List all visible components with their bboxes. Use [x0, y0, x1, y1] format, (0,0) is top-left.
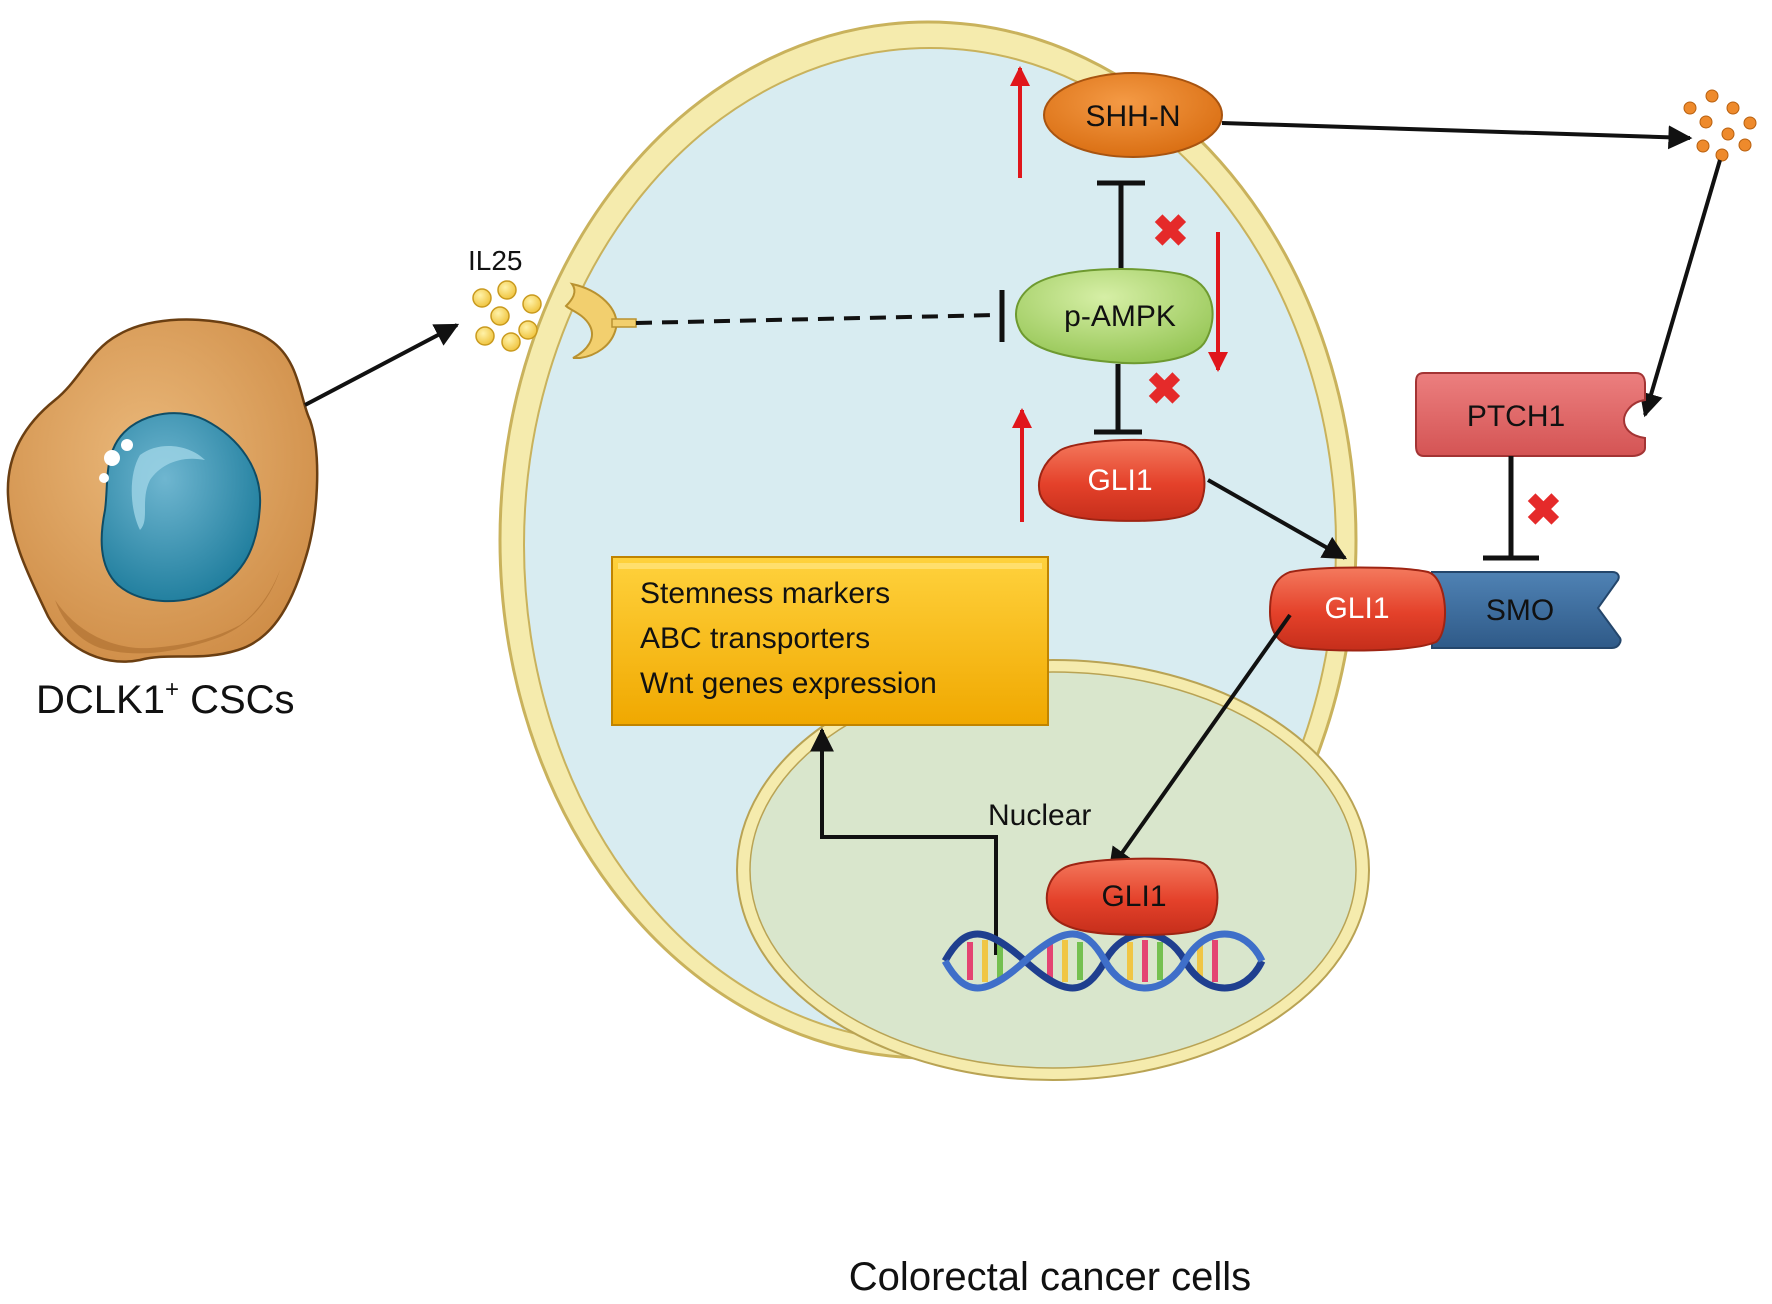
- dna-to-target-arrow: [810, 727, 998, 955]
- diagram-caption: Colorectal cancer cells: [849, 1255, 1251, 1299]
- target-line-wnt: Wnt genes expression: [640, 667, 937, 700]
- csc-highlight-dot: [104, 450, 120, 466]
- shh-to-ligand-arrow: [1221, 121, 1693, 150]
- p-ampk-label: p-AMPK: [1064, 300, 1176, 333]
- blocked-x-icon: ✖: [1146, 365, 1183, 414]
- target-line-stemness: Stemness markers: [640, 577, 890, 610]
- csc-cell-icon: [6, 318, 319, 663]
- gli1-smo-label: GLI1: [1324, 592, 1389, 625]
- gli1-smo-node: [1268, 566, 1446, 652]
- csc-label: DCLK1+ CSCs: [36, 676, 295, 722]
- smo-node: [1431, 571, 1622, 649]
- gli1-to-nucleus-arrow: [1108, 613, 1292, 872]
- target-line-abc: ABC transporters: [640, 622, 870, 655]
- shh-n-label: SHH-N: [1086, 100, 1181, 133]
- il25-label: IL25: [468, 245, 523, 276]
- nucleus: [749, 671, 1357, 1069]
- gli1-nuclear-node: [1045, 857, 1219, 936]
- blocked-x-icon: ✖: [1152, 207, 1189, 256]
- smo-label: SMO: [1486, 594, 1554, 627]
- receptor-stalk: [611, 318, 637, 328]
- p-ampk-node: [1015, 268, 1214, 365]
- ptch1-label: PTCH1: [1467, 400, 1565, 433]
- gli1-to-smo-arrow: [1207, 478, 1348, 560]
- nuclear-label: Nuclear: [988, 799, 1091, 832]
- receptor-to-pampk-dashed-inhibition: [635, 313, 999, 325]
- blocked-x-icon: ✖: [1525, 486, 1562, 535]
- target-genes-box: [611, 556, 1049, 726]
- gli1-cytoplasm-label: GLI1: [1087, 464, 1152, 497]
- ptch1-node: [1415, 372, 1646, 457]
- shh-n-node: [1043, 72, 1223, 158]
- shh-ligand-dots-icon: [1683, 89, 1757, 162]
- gli1-nuclear-label: GLI1: [1101, 880, 1166, 913]
- dna-helix-icon: [941, 930, 1266, 992]
- gli1-cytoplasm-node: [1038, 438, 1206, 522]
- il25-molecules-icon: [472, 280, 542, 352]
- csc-to-il25-arrow: [304, 323, 460, 407]
- ligand-to-ptch1-arrow: [1639, 159, 1722, 418]
